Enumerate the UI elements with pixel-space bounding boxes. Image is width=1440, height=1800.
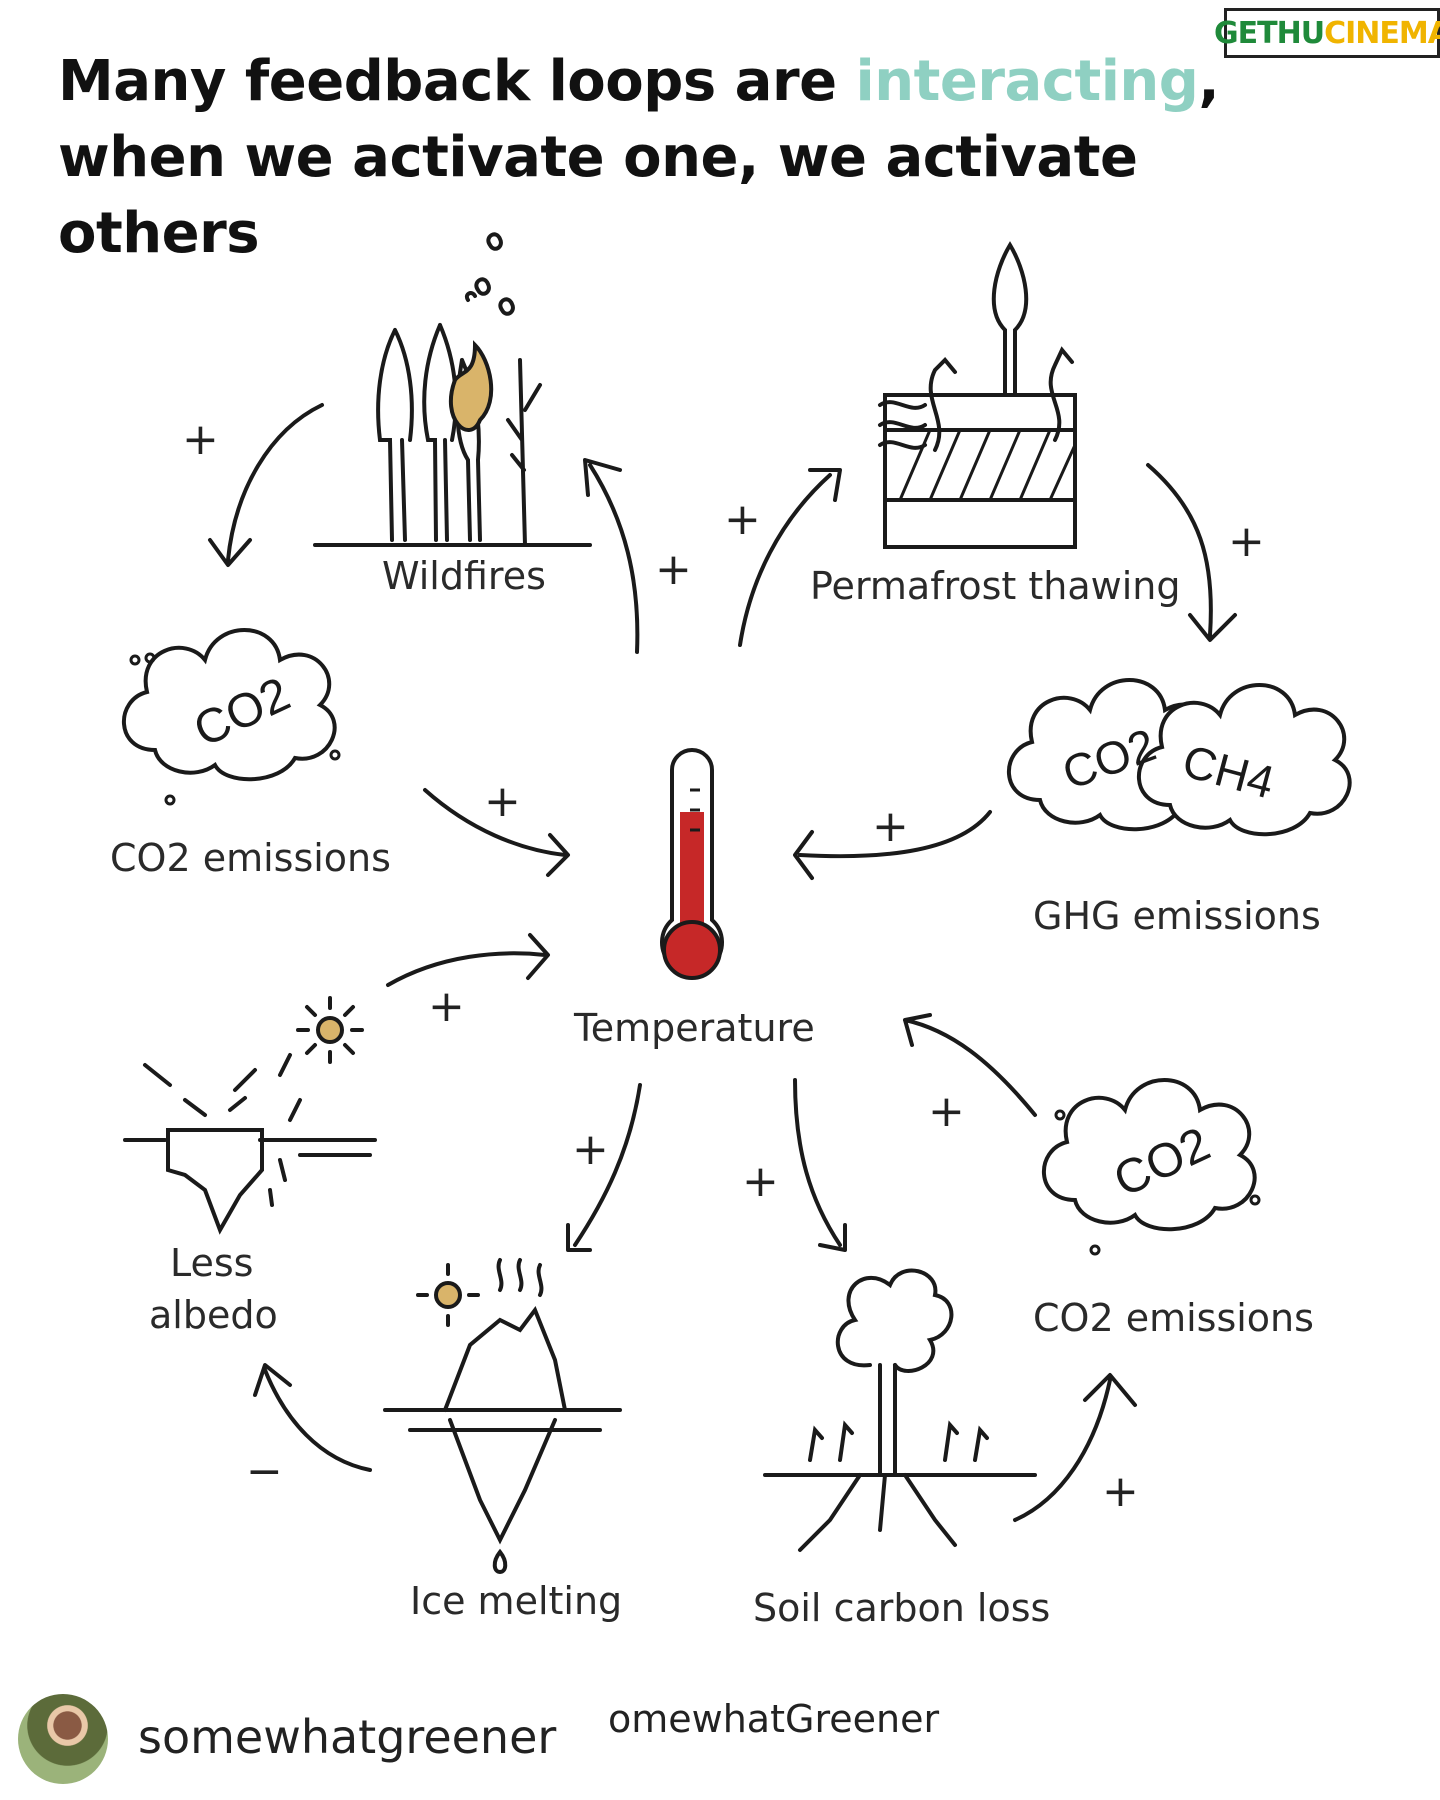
arrow-soil-to-co2 bbox=[1013, 1373, 1137, 1522]
arrow-wildfire-to-co2 bbox=[208, 403, 324, 567]
sign-co2right-to-temp: + bbox=[928, 1086, 965, 1137]
arrow-co2right-to-temp bbox=[903, 1013, 1037, 1117]
sign-temp-to-permafrost: + bbox=[724, 494, 761, 545]
iceberg-illustration bbox=[383, 1258, 622, 1575]
avatar[interactable] bbox=[18, 1694, 108, 1784]
arrow-co2-to-temp bbox=[423, 788, 570, 877]
watermark-part1: GETHU bbox=[1214, 15, 1325, 51]
sign-wildfire-to-co2: + bbox=[182, 414, 219, 465]
node-label-albedo-line2: albedo bbox=[149, 1293, 278, 1337]
soil-illustration bbox=[763, 1268, 1037, 1552]
sign-temp-to-soil: + bbox=[742, 1156, 779, 1207]
arrow-albedo-to-temp bbox=[386, 933, 550, 987]
sign-soil-to-co2: + bbox=[1102, 1466, 1139, 1517]
arrow-temp-to-soil bbox=[793, 1078, 847, 1252]
node-label-ice: Ice melting bbox=[410, 1579, 623, 1623]
sign-permafrost-to-ghg: + bbox=[1228, 516, 1265, 567]
sign-co2-to-temp: + bbox=[484, 776, 521, 827]
ghg-clouds: CO2 CH4 bbox=[1006, 678, 1352, 837]
node-label-co2-left: CO2 emissions bbox=[110, 836, 391, 880]
credit-handle: omewhatGreener bbox=[608, 1697, 940, 1741]
permafrost-illustration bbox=[878, 241, 1077, 549]
node-label-permafrost: Permafrost thawing bbox=[810, 564, 1181, 608]
arrows bbox=[208, 403, 1237, 1522]
arrow-permafrost-to-ghg bbox=[1146, 463, 1237, 642]
node-label-albedo-line1: Less bbox=[170, 1241, 254, 1285]
node-label-ghg: GHG emissions bbox=[1033, 894, 1321, 938]
sign-temp-to-wildfire: + bbox=[655, 544, 692, 595]
node-label-temperature: Temperature bbox=[574, 1006, 815, 1050]
sign-ice-to-albedo: − bbox=[246, 1446, 283, 1497]
arrow-temp-to-wildfire bbox=[583, 458, 640, 654]
title-line1-after: , bbox=[1198, 49, 1220, 114]
thermometer-icon bbox=[660, 748, 724, 980]
arrow-temp-to-ice bbox=[566, 1083, 642, 1252]
node-label-wildfires: Wildfires bbox=[382, 554, 546, 598]
node-label-soil: Soil carbon loss bbox=[753, 1586, 1051, 1630]
sign-albedo-to-temp: + bbox=[428, 981, 465, 1032]
arrow-temp-to-permafrost bbox=[738, 468, 842, 647]
node-label-co2-right: CO2 emissions bbox=[1033, 1296, 1314, 1340]
title-line1-before: Many feedback loops are bbox=[58, 49, 856, 114]
account-handle[interactable]: somewhatgreener bbox=[138, 1710, 557, 1764]
wildfire-illustration bbox=[313, 232, 592, 547]
arrow-ice-to-albedo bbox=[253, 1363, 372, 1472]
title-line2: when we activate one, we activate others bbox=[58, 125, 1138, 266]
co2-cloud-left: CO2 bbox=[121, 628, 341, 806]
title-highlight: interacting bbox=[855, 49, 1199, 114]
arrow-ghg-to-temp bbox=[793, 810, 992, 880]
sign-ghg-to-temp: + bbox=[872, 801, 909, 852]
albedo-illustration bbox=[123, 996, 377, 1235]
watermark-part2: CINEMA bbox=[1324, 15, 1440, 51]
co2-cloud-right: CO2 bbox=[1041, 1078, 1261, 1256]
sign-temp-to-ice: + bbox=[572, 1124, 609, 1175]
page-title: Many feedback loops are interacting, whe… bbox=[58, 44, 1258, 272]
